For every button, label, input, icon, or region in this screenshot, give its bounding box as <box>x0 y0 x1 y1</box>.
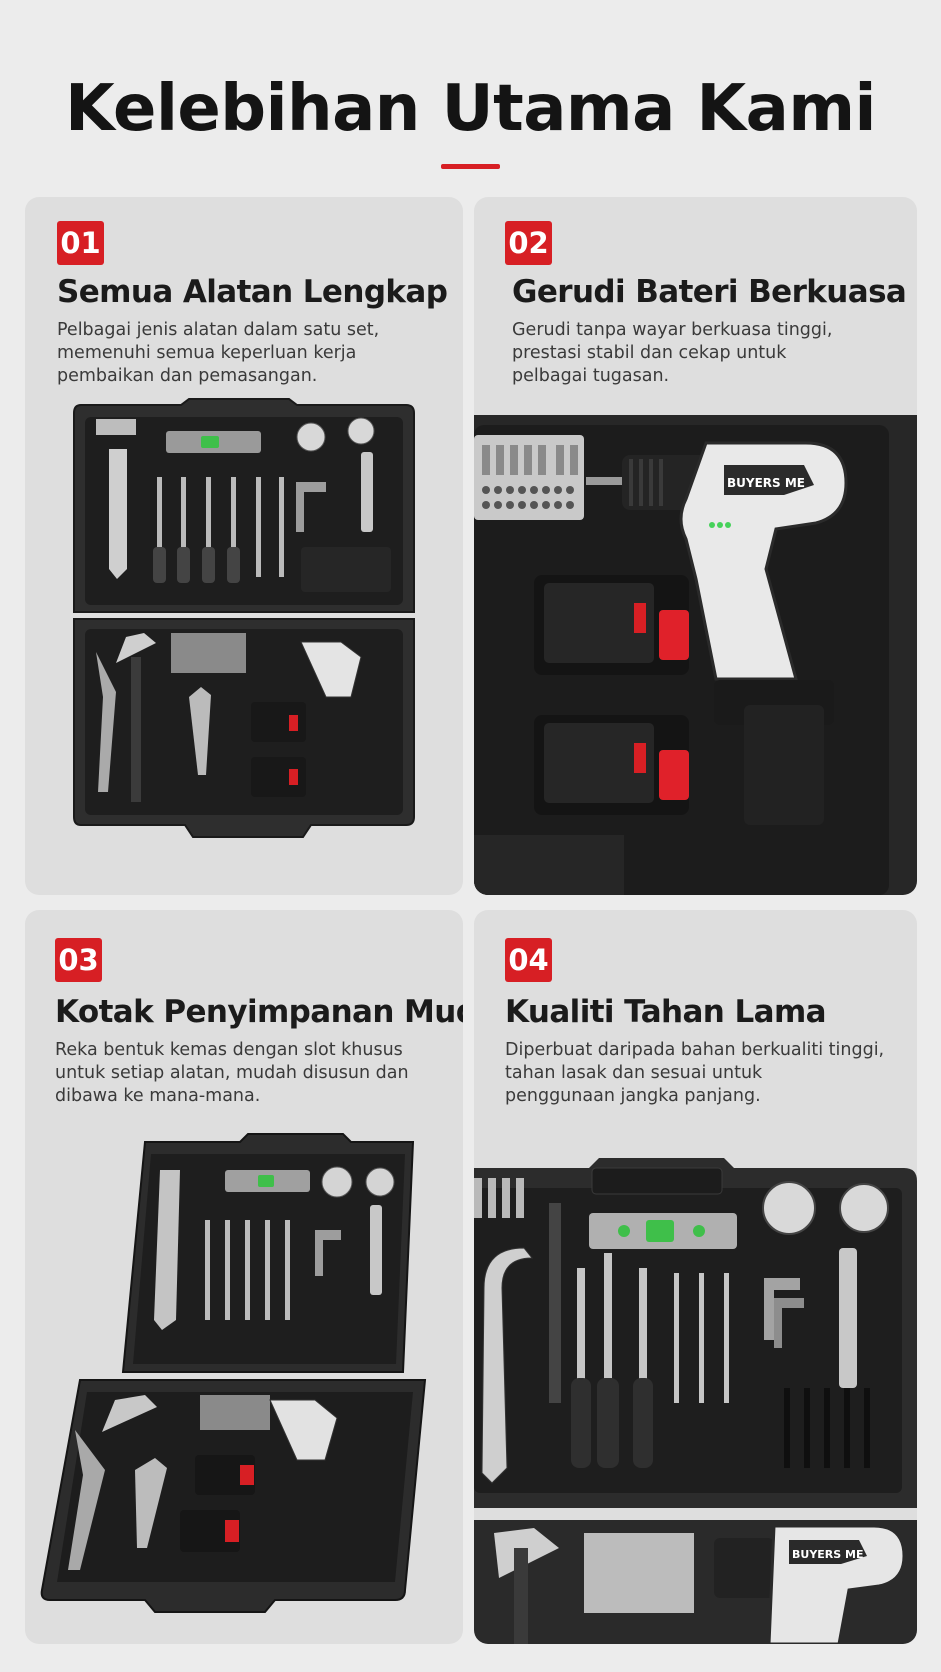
feature-number-badge: 01 <box>57 221 104 265</box>
open-toolbox-image <box>73 398 415 838</box>
feature-description: Pelbagai jenis alatan dalam satu set, me… <box>57 320 380 386</box>
toolbox-closeup-image: BUYERS ME <box>474 1158 917 1644</box>
feature-card-4: 04 Kualiti Tahan Lama Diperbuat daripada… <box>474 910 917 1644</box>
page-title: Kelebihan Utama Kami <box>65 72 876 146</box>
feature-card-3: 03 Kotak Penyimpanan Mudah Reka bentuk k… <box>25 910 463 1644</box>
feature-card-2: 02 Gerudi Bateri Berkuasa Gerudi tanpa w… <box>474 197 917 895</box>
feature-number-badge: 04 <box>505 938 552 982</box>
feature-title: Kualiti Tahan Lama <box>505 994 827 1030</box>
drill-brand-label: BUYERS ME <box>792 1548 863 1561</box>
feature-title: Gerudi Bateri Berkuasa <box>512 274 907 310</box>
open-toolbox-angled-image <box>40 1133 427 1613</box>
feature-description: Diperbuat daripada bahan berkualiti ting… <box>505 1040 885 1106</box>
feature-number-badge: 02 <box>505 221 552 265</box>
feature-description: Gerudi tanpa wayar berkuasa tinggi, pres… <box>512 320 833 386</box>
feature-title: Kotak Penyimpanan Mudah <box>55 994 463 1030</box>
feature-description: Reka bentuk kemas dengan slot khusus unt… <box>55 1040 409 1106</box>
drill-brand-label: BUYERS ME <box>727 476 805 490</box>
feature-card-1: 01 Semua Alatan Lengkap Pelbagai jenis a… <box>25 197 463 895</box>
feature-title: Semua Alatan Lengkap <box>57 274 448 310</box>
title-underline <box>441 164 500 169</box>
cordless-drill-image: BUYERS ME <box>474 415 917 895</box>
feature-number-badge: 03 <box>55 938 102 982</box>
